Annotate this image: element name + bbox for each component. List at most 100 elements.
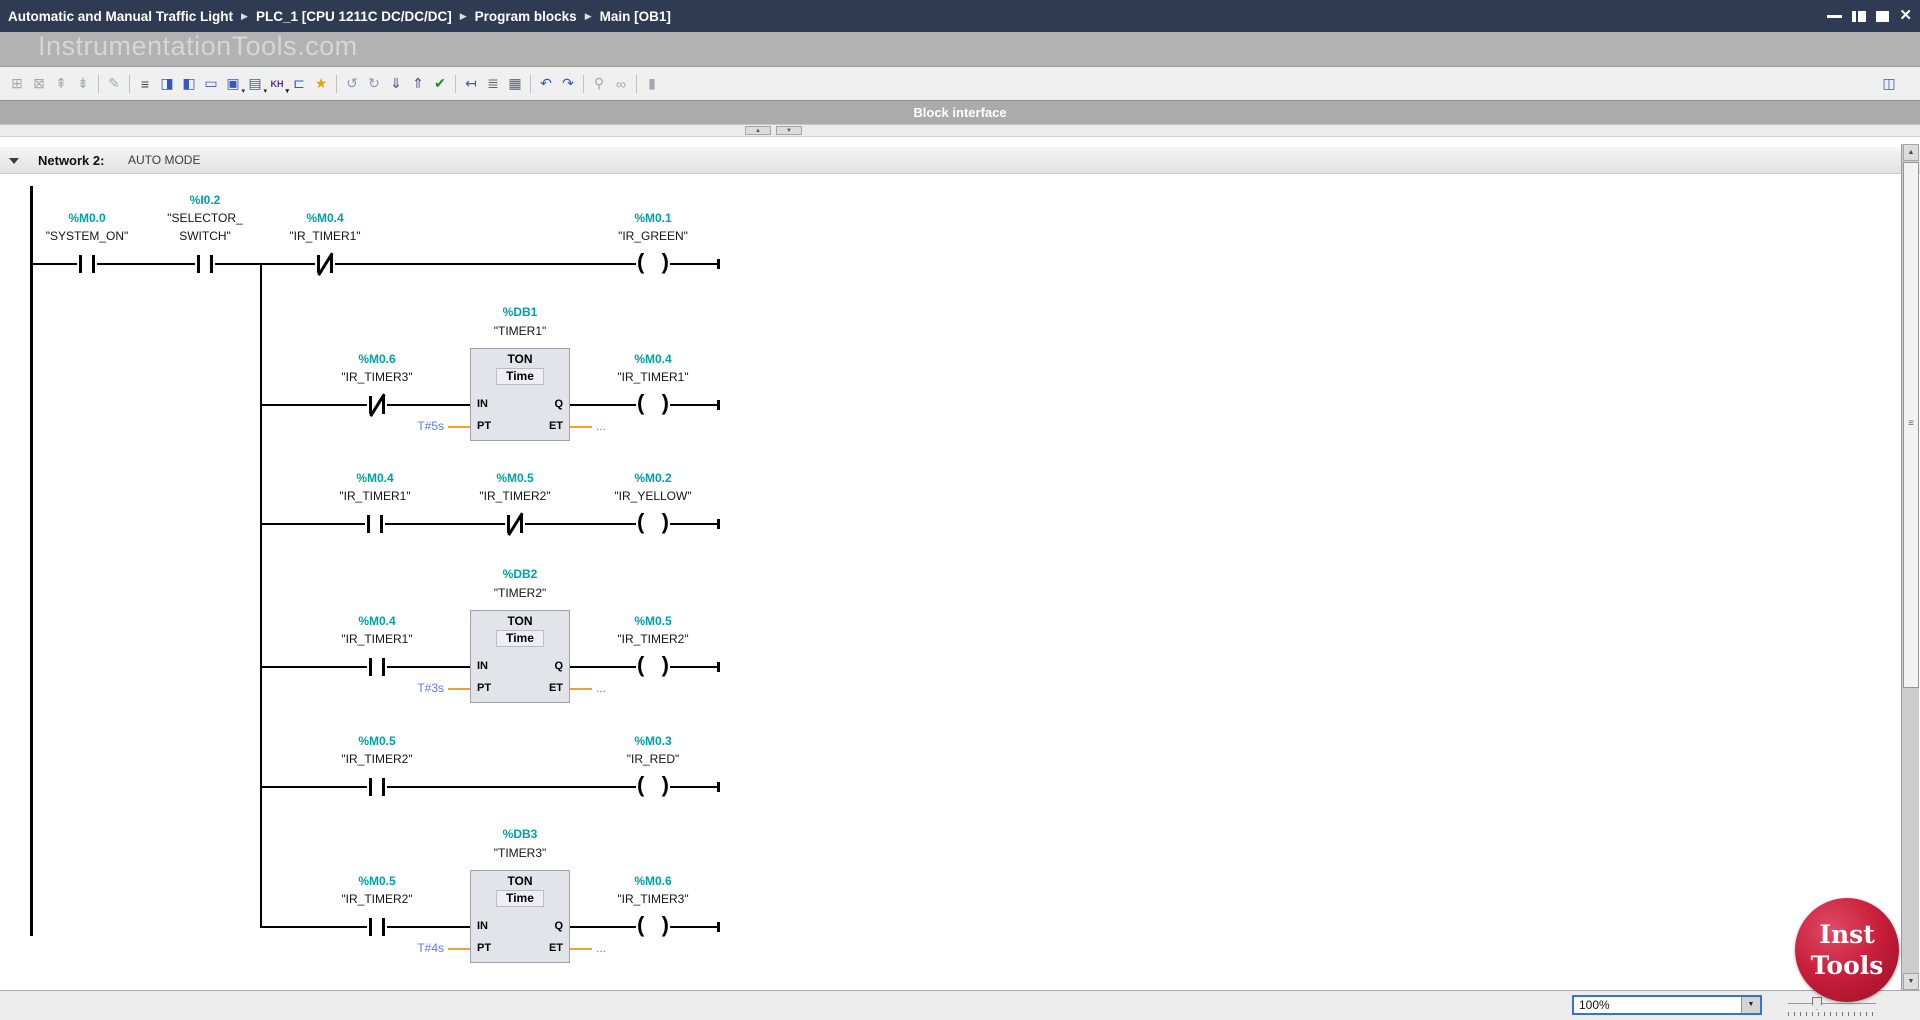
coil-%M0.5[interactable]: () (636, 652, 670, 680)
breadcrumb-main-ob1[interactable]: Main [OB1] (599, 8, 671, 24)
network-comment: AUTO MODE (128, 153, 201, 167)
coil-%M0.6[interactable]: () (636, 912, 670, 940)
collapse-network-icon[interactable] (9, 158, 19, 164)
editor-status-bar: 100% ▼ (0, 990, 1920, 1020)
insert-empty-box-icon[interactable]: ▣▾ (226, 75, 245, 95)
upload-icon[interactable]: ⇑ (412, 75, 424, 91)
scroll-down-icon[interactable]: ▼ (1903, 973, 1919, 990)
goto-icon[interactable]: ↤ (465, 75, 477, 91)
operand-name-label: "IR_TIMER3" (617, 892, 689, 906)
operand-address-label: %M0.4 (356, 471, 394, 485)
splitter-up-icon[interactable]: ▲ (745, 126, 771, 135)
editor-layout-icon[interactable]: ◫ (1882, 75, 1896, 91)
no-contact-%M0.4[interactable] (367, 656, 387, 678)
favorites-icon[interactable]: ★ (314, 75, 328, 91)
dropdown-caret-icon[interactable]: ▾ (241, 87, 245, 95)
no-contact-%I0.2[interactable] (195, 253, 215, 275)
zoom-slider-handle[interactable] (1812, 997, 1822, 1010)
contact-bar (507, 515, 510, 533)
network-header[interactable]: Network 2: AUTO MODE (0, 146, 1920, 174)
no-contact-%M0.5[interactable] (367, 916, 387, 938)
wire-horizontal (260, 786, 718, 788)
coil-paren: ) (661, 509, 669, 534)
no-contact-%M0.0[interactable] (77, 253, 97, 275)
scroll-up-icon[interactable]: ▲ (1903, 144, 1919, 161)
close-all-networks-icon[interactable]: ◧ (182, 75, 196, 91)
network-comments-icon[interactable]: ▭ (204, 75, 218, 91)
pin-et-label: ET (548, 682, 563, 694)
pin-pt-label: PT (477, 420, 492, 432)
data-snapshot-icon: ▮ (648, 75, 656, 91)
contact-bar (382, 396, 385, 414)
coil-paren: ( (637, 772, 645, 797)
operand-address-label: %M0.6 (358, 352, 396, 366)
zoom-dropdown-icon[interactable]: ▼ (1741, 997, 1760, 1013)
dropdown-caret-icon[interactable]: ▾ (263, 87, 267, 95)
nc-contact-%M0.6[interactable] (367, 393, 387, 417)
download-icon[interactable]: ⇓ (390, 75, 402, 91)
operand-address-label: %M0.5 (358, 874, 396, 888)
search-person-icon: ⚲ (593, 75, 605, 91)
wire-horizontal (570, 426, 592, 428)
timer-datatype-label: Time (496, 890, 544, 907)
operand-address-label: %M0.5 (358, 734, 396, 748)
coil-%M0.3[interactable]: () (636, 772, 670, 800)
absolute-operands-icon[interactable]: ≡ (140, 75, 150, 92)
pt-value-label: T#4s (417, 941, 444, 955)
splitter-down-icon[interactable]: ▼ (776, 126, 802, 135)
wire-horizontal (260, 404, 470, 406)
watermark-text: InstrumentationTools.com (38, 31, 358, 61)
rung-end-tick (717, 922, 720, 932)
no-contact-%M0.4[interactable] (365, 513, 385, 535)
et-value-label: ... (596, 419, 607, 433)
minimize-icon[interactable] (1827, 14, 1843, 18)
zoom-level-combobox[interactable]: 100% ▼ (1572, 995, 1762, 1015)
coil-paren: ( (637, 652, 645, 677)
zoom-level-value: 100% (1579, 998, 1610, 1012)
collapse-rows-icon[interactable]: ▦ (508, 75, 522, 91)
close-icon[interactable]: ✕ (1899, 7, 1912, 24)
monitor-backward-icon[interactable]: ↶ (540, 75, 552, 91)
maximize-icon[interactable] (1876, 10, 1890, 22)
breadcrumb-program-blocks[interactable]: Program blocks (474, 8, 577, 24)
coil-%M0.1[interactable]: () (636, 249, 670, 277)
open-all-networks-icon[interactable]: ◨ (160, 75, 174, 91)
contact-bar (79, 255, 82, 273)
pin-q-label: Q (554, 920, 563, 932)
operand-name-label: "IR_YELLOW" (614, 489, 692, 503)
scrollbar-thumb[interactable]: ≡ (1903, 162, 1919, 688)
open-branch-icon[interactable]: ⊏ (293, 75, 305, 91)
operand-address-label: %M0.2 (634, 471, 672, 485)
consistency-check-icon[interactable]: ✔ (434, 75, 446, 91)
toolbar-separator (98, 74, 99, 93)
contact-bar (92, 255, 95, 273)
operand-name-label: "IR_TIMER2" (617, 632, 689, 646)
operand-name-label: "IR_TIMER2" (341, 752, 413, 766)
expand-rows-icon[interactable]: ≣ (487, 75, 499, 91)
zoom-slider[interactable] (1788, 995, 1876, 1017)
coil-%M0.4[interactable]: () (636, 390, 670, 418)
call-structure-icon[interactable]: ↻ (368, 75, 380, 91)
no-contact-%M0.5[interactable] (367, 776, 387, 798)
toolbar-separator (583, 74, 584, 93)
breadcrumb-project[interactable]: Automatic and Manual Traffic Light (8, 8, 234, 24)
coil-%M0.2[interactable]: () (636, 509, 670, 537)
insert-constant-icon[interactable]: KH▾ (270, 78, 290, 95)
call-environment-icon[interactable]: ↺ (346, 75, 358, 91)
nc-contact-%M0.5[interactable] (505, 512, 525, 536)
add-row-icon: ⇟ (77, 75, 89, 91)
zoom-slider-ticks (1788, 1012, 1876, 1016)
block-interface-bar[interactable]: Block interface (0, 101, 1920, 125)
restore-panes-icon[interactable] (1852, 10, 1867, 22)
breadcrumb-plc[interactable]: PLC_1 [CPU 1211C DC/DC/DC] (255, 8, 452, 24)
nc-contact-%M0.4[interactable] (315, 252, 335, 276)
monitor-forward-icon[interactable]: ↷ (562, 75, 574, 91)
dropdown-caret-icon[interactable]: ▾ (285, 87, 289, 95)
contact-bar (382, 918, 385, 936)
vertical-scrollbar[interactable]: ▲ ≡ ▼ (1901, 144, 1919, 990)
wire-horizontal (260, 666, 470, 668)
insert-operand-icon[interactable]: ▤▾ (248, 75, 267, 95)
